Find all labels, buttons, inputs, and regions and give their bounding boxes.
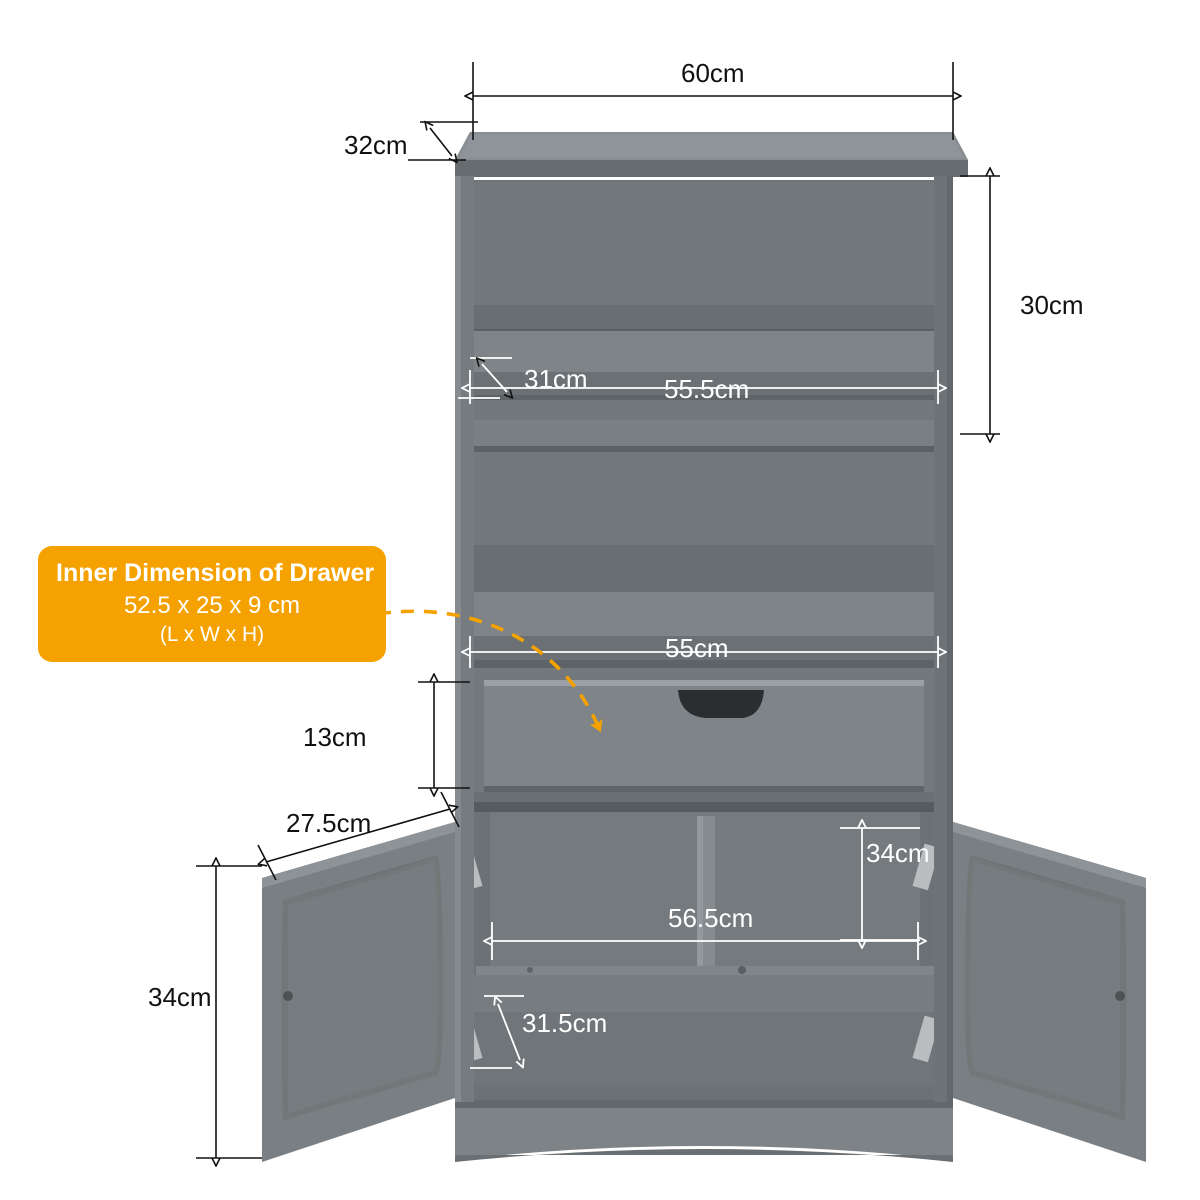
callout-title: Inner Dimension of Drawer [56, 559, 375, 587]
label-upper-shelf-height: 30cm [1020, 290, 1084, 320]
label-top-width: 60cm [681, 58, 745, 88]
callout-value: 52.5 x 25 x 9 cm [123, 592, 301, 619]
callout-connector-arrow [377, 609, 603, 733]
left-door-open [262, 822, 483, 1162]
dimension-lines-black [196, 62, 1000, 1158]
callout-note: (L x W x H) [159, 623, 265, 646]
label-cabinet-inner-width: 56.5cm [668, 903, 754, 933]
drawer-inner-dimension-callout: Inner Dimension of Drawer 52.5 x 25 x 9 … [38, 546, 386, 662]
label-cabinet-inner-depth: 31.5cm [522, 1008, 608, 1038]
label-cabinet-inner-height: 34cm [866, 838, 930, 868]
label-door-depth: 27.5cm [286, 808, 372, 838]
label-top-depth: 32cm [344, 130, 408, 160]
label-lower-shelf-width: 55cm [665, 633, 729, 663]
right-door-open [912, 822, 1146, 1162]
label-drawer-height: 13cm [303, 722, 367, 752]
label-door-height: 34cm [148, 982, 212, 1012]
label-middle-shelf-width: 55.5cm [664, 374, 750, 404]
dimension-lines-white [458, 358, 938, 1068]
label-middle-shelf-depth: 31cm [524, 364, 588, 394]
